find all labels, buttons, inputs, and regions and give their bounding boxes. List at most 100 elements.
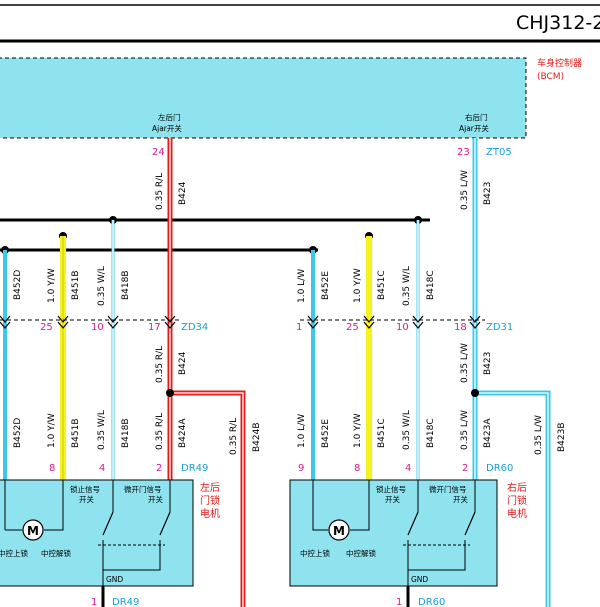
connector-name: DR60 (486, 463, 513, 474)
pin-number: 2 (462, 463, 468, 474)
wire-gauge-label: 0.35 W/L (97, 410, 107, 450)
wire-gauge-label: 1.0 Y/W (353, 268, 363, 303)
left-ajar-signal-label-2: 开关 (148, 494, 163, 504)
wire-code-label: B418C (426, 418, 436, 448)
pin-number: 1 (296, 322, 302, 333)
wire-code-label: B451B (71, 270, 81, 300)
wire-code-label: B418B (121, 418, 131, 448)
pin-number: 25 (40, 322, 53, 333)
wire-code-label: B451C (377, 418, 387, 448)
wire-code-label: B451B (71, 418, 81, 448)
wire-code-label: B424B (252, 422, 262, 452)
wire-gauge-label: 1.0 L/W (297, 269, 307, 303)
right-ajar-signal-label-2: 开关 (453, 494, 468, 504)
right-motor-title-2: 门锁 (507, 494, 527, 507)
pin-number: 2 (156, 463, 162, 474)
bcm-right-port-name: 右后门 (465, 112, 488, 122)
wire-labels: 0.35 R/L B424 0.35 L/W B423 B452D 1.0 Y/… (13, 170, 567, 455)
wire-gauge-label: 0.35 W/L (402, 410, 412, 450)
left-lock-signal-label: 锁止信号 (70, 484, 100, 494)
central-unlock-label: 中控解锁 (346, 548, 376, 558)
right-motor-title-3: 电机 (507, 507, 527, 520)
bcm-label-abbr: (BCM) (537, 72, 564, 82)
switch-icon (407, 511, 419, 536)
wire-gauge-label: 1.0 Y/W (47, 268, 57, 303)
pin-labels: 24 23 ZT05 25 10 17 ZD34 1 25 10 18 ZD31… (40, 147, 513, 607)
motor-icon (22, 519, 44, 541)
wire-code-label: B424 (178, 181, 188, 205)
wire-code-label: B418C (426, 270, 436, 300)
central-lock-label: 中控上锁 (0, 548, 28, 558)
central-unlock-label: 中控解锁 (41, 548, 71, 558)
connector-name: DR49 (181, 463, 208, 474)
wire-code-label: B423 (483, 352, 493, 375)
pin-number: 18 (454, 322, 467, 333)
bcm-box (0, 57, 527, 139)
wire-gauge-label: 0.35 R/L (155, 413, 165, 450)
wire-gauge-label: 0.35 R/L (229, 418, 239, 455)
left-motor-title-3: 电机 (200, 507, 220, 520)
gnd-label: GND (106, 575, 123, 584)
wire-code-label: B452E (321, 271, 331, 300)
wire-code-label: B418B (121, 270, 131, 300)
right-ajar-signal-label: 微开门信号 (429, 484, 467, 494)
vertical-wires (3, 138, 551, 607)
wire-code-label: B423 (483, 182, 493, 205)
wire-gauge-label: 1.0 Y/W (47, 413, 57, 448)
pin-number: 4 (405, 463, 411, 474)
left-motor-title-2: 门锁 (200, 494, 220, 507)
pin-number: 4 (99, 463, 105, 474)
pin-number: 1 (396, 597, 402, 607)
left-ajar-signal-label: 微开门信号 (124, 484, 162, 494)
right-lock-signal-label-2: 开关 (385, 494, 400, 504)
motor-icon (328, 519, 350, 541)
pin-number: 1 (91, 597, 97, 607)
pin-number: 23 (457, 147, 470, 158)
pin-number: 10 (396, 322, 409, 333)
wire-code-label: B451C (377, 270, 387, 300)
header: CHJ312-2 (0, 4, 600, 43)
gnd-label: GND (411, 575, 428, 584)
left-door-lock-motor: 左后 门锁 电机 锁止信号 开关 微开门信号 开关 M 中控上锁 中控解锁 GN… (0, 479, 220, 607)
motor-symbol: M (333, 524, 345, 538)
right-lock-signal-label: 锁止信号 (376, 484, 406, 494)
connector-name: DR60 (418, 597, 445, 607)
wire-code-label: B452D (13, 270, 23, 300)
motor-symbol: M (27, 524, 39, 538)
bcm-label: 车身控制器 (537, 57, 582, 69)
left-lock-signal-label-2: 开关 (79, 494, 94, 504)
wire-gauge-label: 0.35 L/W (460, 343, 470, 383)
connector-chevrons (0, 315, 481, 329)
wire-code-label: B452D (13, 418, 23, 448)
switch-icon (159, 511, 171, 536)
wire-gauge-label: 0.35 R/L (155, 346, 165, 383)
wire-code-label: B424A (178, 418, 188, 448)
wire-gauge-label: 0.35 W/L (97, 266, 107, 306)
wire-gauge-label: 1.0 L/W (297, 414, 307, 448)
wire-code-label: B452E (321, 419, 331, 448)
bcm-module: 车身控制器 (BCM) 左后门 Ajar开关 右后门 Ajar开关 (0, 57, 582, 139)
wire-gauge-label: 0.35 R/L (155, 173, 165, 210)
pin-number: 8 (49, 463, 55, 474)
bcm-left-port-name: 左后门 (158, 112, 181, 122)
right-door-lock-motor: 右后 门锁 电机 锁止信号 开关 微开门信号 开关 M 中控上锁 中控解锁 GN… (289, 479, 527, 607)
wire-gauge-label: 0.35 L/W (534, 415, 544, 455)
wire-gauge-label: 0.35 L/W (460, 170, 470, 210)
pin-number: 24 (152, 147, 165, 158)
right-motor-title: 右后 (507, 481, 527, 494)
pin-number: 17 (148, 322, 161, 333)
right-motor-box (289, 479, 498, 587)
switch-icon (102, 511, 114, 536)
pin-number: 8 (354, 463, 360, 474)
connector-name: ZT05 (486, 147, 512, 158)
switch-icon (464, 511, 476, 536)
bcm-left-port-desc: Ajar开关 (152, 123, 182, 133)
wire-gauge-label: 0.35 L/W (460, 410, 470, 450)
bcm-right-port-desc: Ajar开关 (459, 123, 489, 133)
wire-gauge-label: 0.35 W/L (402, 266, 412, 306)
diagram-title: CHJ312-2 (516, 12, 600, 34)
wire-gauge-label: 1.0 Y/W (353, 413, 363, 448)
pin-number: 10 (91, 322, 104, 333)
connector-name: ZD34 (181, 322, 208, 333)
